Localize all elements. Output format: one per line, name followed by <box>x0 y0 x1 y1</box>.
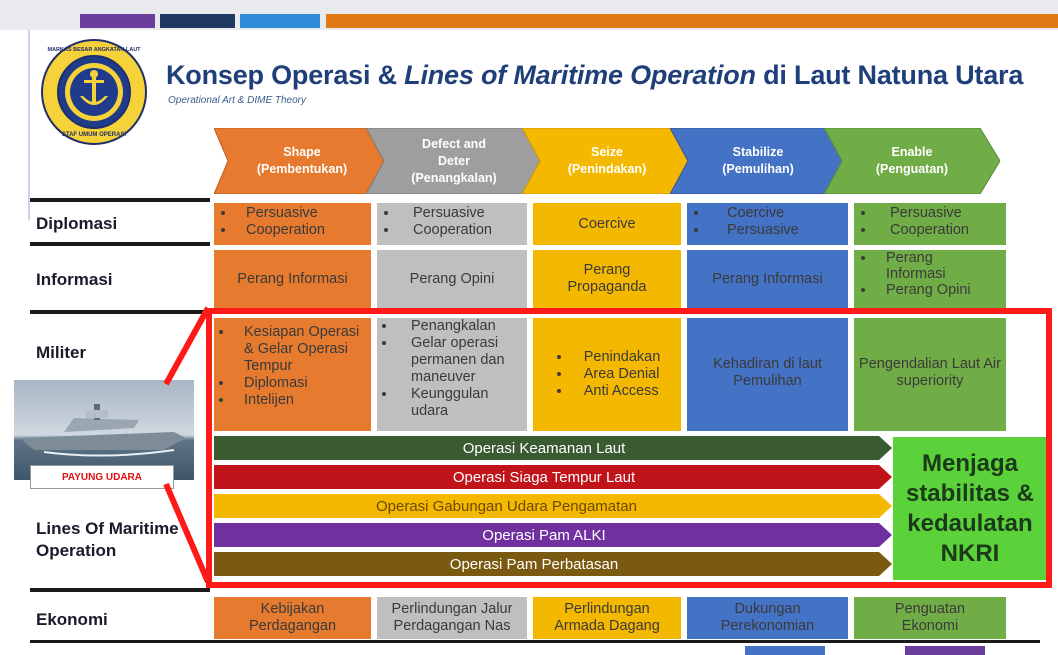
row-separator <box>30 198 210 202</box>
diplomasi-stabilize: CoercivePersuasive <box>687 203 848 245</box>
ship-caption-label: PAYUNG UDARA <box>30 465 174 489</box>
svg-text:MARKAS BESAR ANGKATAN LAUT: MARKAS BESAR ANGKATAN LAUT <box>47 47 141 53</box>
diplomasi-deter: PersuasiveCooperation <box>377 203 527 245</box>
informasi-stabilize: Perang Informasi <box>687 250 848 308</box>
row-separator <box>30 640 1040 643</box>
diplomasi-seize: Coercive <box>533 203 681 245</box>
row-separator <box>30 588 210 592</box>
ekonomi-shape: Kebijakan Perdagangan <box>214 597 371 639</box>
bottom-decor-purple <box>905 646 985 655</box>
decor-stripe-purple <box>80 14 155 28</box>
anchor-emblem-icon <box>80 70 108 105</box>
warship-image <box>14 380 194 480</box>
phase-stabilize: Stabilize(Pemulihan) <box>670 128 846 194</box>
diplomasi-shape: PersuasiveCooperation <box>214 203 371 245</box>
goal-box: Menjaga stabilitas & kedaulatan NKRI <box>893 437 1047 580</box>
ekonomi-seize: Perlindungan Armada Dagang <box>533 597 681 639</box>
page-subtitle: Operational Art & DIME Theory <box>168 95 307 106</box>
svg-text:STAF UMUM OPERASI: STAF UMUM OPERASI <box>62 132 127 138</box>
ekonomi-enable: Penguatan Ekonomi <box>854 597 1006 639</box>
highlight-frame <box>206 308 1052 588</box>
bottom-decor-blue <box>745 646 825 655</box>
diplomasi-enable: PersuasiveCooperation <box>854 203 1006 245</box>
row-separator <box>30 310 210 314</box>
row-label-informasi: Informasi <box>36 270 113 289</box>
callout-lines <box>163 306 211 584</box>
militer-stabilize: Kehadiran di laut Pemulihan <box>687 318 848 431</box>
militer-seize: PenindakanArea DenialAnti Access <box>533 318 681 431</box>
row-label-diplomasi: Diplomasi <box>36 214 118 233</box>
ekonomi-stabilize: Dukungan Perekonomian <box>687 597 848 639</box>
left-accent-line <box>28 30 30 220</box>
page-title: Konsep Operasi & Lines of Maritime Opera… <box>166 60 1024 90</box>
informasi-shape: Perang Informasi <box>214 250 371 308</box>
militer-shape: Kesiapan Operasi & Gelar Operasi TempurD… <box>214 318 371 431</box>
militer-deter: PenangkalanGelar operasi permanen dan ma… <box>377 318 527 431</box>
row-label-militer: Militer <box>36 343 87 362</box>
ekonomi-deter: Perlindungan Jalur Perdagangan Nas <box>377 597 527 639</box>
navy-logo: STAF UMUM OPERASI MARKAS BESAR ANGKATAN … <box>40 38 148 146</box>
militer-enable: Pengendalian Laut Air superiority <box>854 318 1006 431</box>
phase-enable: Enable(Penguatan) <box>824 128 1000 194</box>
decor-stripe-orange <box>326 14 1058 28</box>
informasi-deter: Perang Opini <box>377 250 527 308</box>
row-label-ekonomi: Ekonomi <box>36 610 108 629</box>
informasi-seize: Perang Propaganda <box>533 250 681 308</box>
row-separator <box>30 242 210 246</box>
row-label-lines: Lines Of Maritime Operation <box>36 519 179 560</box>
phase-seize: Seize(Penindakan) <box>522 128 692 194</box>
phase-shape: Shape(Pembentukan) <box>214 128 390 194</box>
decor-stripe-navy <box>160 14 235 28</box>
top-decor-bar <box>0 0 1058 30</box>
decor-stripe-blue <box>240 14 320 28</box>
